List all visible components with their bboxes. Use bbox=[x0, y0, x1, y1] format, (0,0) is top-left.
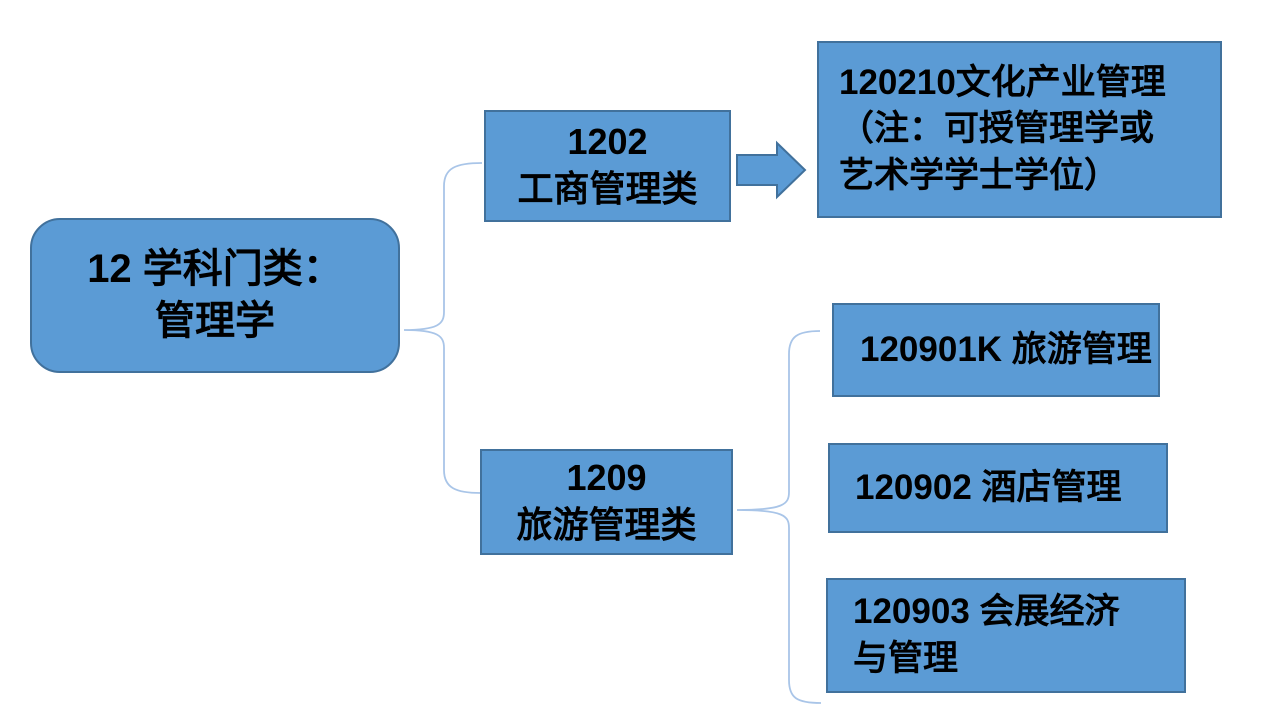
node-major-120903: 120903 会展经济 与管理 bbox=[826, 578, 1186, 693]
node-category-12: 12 学科门类： 管理学 bbox=[30, 218, 400, 373]
node-major-120210: 120210文化产业管理 （注：可授管理学或 艺术学学士学位） bbox=[817, 41, 1222, 218]
node-major-120902: 120902 酒店管理 bbox=[828, 443, 1168, 533]
right-arrow-icon bbox=[736, 140, 807, 200]
node-major-120901k: 120901K 旅游管理 bbox=[832, 303, 1160, 397]
node-group-1202: 1202 工商管理类 bbox=[484, 110, 731, 222]
left-brace-connector bbox=[403, 162, 483, 494]
right-brace-connector bbox=[736, 330, 822, 704]
node-group-1209: 1209 旅游管理类 bbox=[480, 449, 733, 555]
